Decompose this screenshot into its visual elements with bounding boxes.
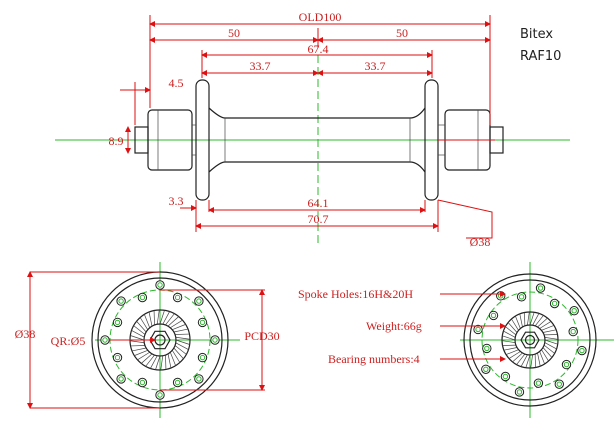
- dim-half-left: 50: [228, 26, 240, 40]
- spoke-hole: [210, 335, 220, 345]
- spec-labels: Spoke Holes:16H&20H Weight:66g Bearing n…: [298, 287, 506, 366]
- spoke-hole: [112, 317, 123, 328]
- brand-name: Bitex: [520, 27, 553, 42]
- spoke-hole: [172, 377, 183, 388]
- qr-label: QR:Ø5: [51, 334, 86, 348]
- pcd-label: PCD30: [244, 329, 279, 343]
- left-endcap: [147, 109, 193, 171]
- spoke-hole: [116, 374, 126, 384]
- right-end-view: [460, 262, 614, 418]
- dim-flange-span: 67.4: [308, 42, 329, 56]
- dim-axle-dia: 8.9: [109, 134, 124, 148]
- spoke-hole: [500, 371, 511, 382]
- dim-flange-thick: 3.3: [169, 194, 184, 208]
- spoke-hole: [488, 310, 499, 321]
- dim-flange-left: 33.7: [250, 59, 271, 73]
- spoke-hole: [194, 296, 204, 306]
- spoke-hole: [112, 352, 123, 363]
- spoke-hole: [194, 374, 204, 384]
- spoke-hole: [568, 326, 578, 337]
- spoke-hole: [116, 296, 126, 306]
- spoke-hole: [554, 379, 564, 389]
- hub-shell-bottom: [208, 161, 426, 173]
- spec-bearings: Bearing numbers:4: [328, 352, 420, 366]
- left-flange: [195, 79, 210, 201]
- spoke-hole: [535, 283, 546, 293]
- end-diameter: Ø38: [15, 327, 36, 341]
- dim-flange-dia: Ø38: [470, 235, 491, 249]
- dim-overall-len: 70.7: [308, 212, 329, 226]
- spoke-hole: [514, 387, 525, 397]
- spoke-hole: [482, 343, 492, 354]
- dim-endcap-offset: 4.5: [169, 76, 184, 90]
- brand-model: RAF10: [520, 49, 561, 64]
- spoke-hole: [577, 345, 587, 356]
- spoke-hole: [496, 291, 506, 301]
- spoke-hole: [172, 292, 183, 303]
- dim-half-right: 50: [396, 26, 408, 40]
- spoke-hole: [137, 292, 148, 303]
- spoke-hole: [473, 324, 483, 335]
- spoke-hole: [549, 298, 560, 309]
- dim-old: OLD100: [299, 10, 342, 24]
- spoke-hole: [137, 377, 148, 388]
- spoke-hole: [533, 378, 544, 388]
- side-view: OLD100 50 50 67.4 33.7 33.7 4.5 8.9 3.3 …: [55, 10, 570, 249]
- spoke-hole: [155, 280, 165, 290]
- spoke-hole: [155, 390, 165, 400]
- spoke-hole: [197, 317, 208, 328]
- dim-flange-right: 33.7: [365, 59, 386, 73]
- hub-shell-top: [208, 107, 426, 119]
- spoke-hole: [569, 306, 579, 316]
- spoke-hole: [516, 292, 527, 302]
- spec-weight: Weight:66g: [366, 319, 422, 333]
- dim-shell-len: 64.1: [308, 196, 329, 210]
- left-end-view: Ø38 QR:Ø5 PCD30: [15, 262, 280, 418]
- spoke-hole: [100, 335, 110, 345]
- spoke-hole: [197, 352, 208, 363]
- spoke-hole: [561, 359, 572, 370]
- spoke-hole: [481, 364, 491, 374]
- spec-spoke-holes: Spoke Holes:16H&20H: [298, 287, 413, 301]
